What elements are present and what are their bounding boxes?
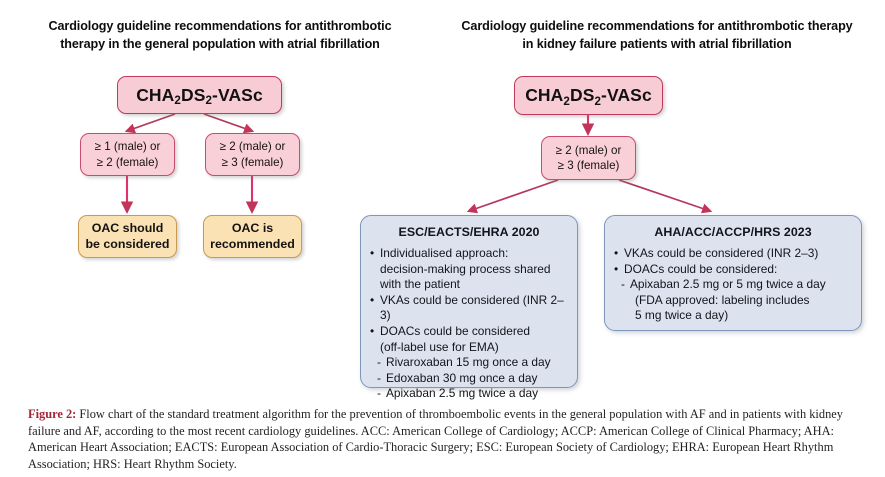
- aha-acc-accp-hrs-panel: AHA/ACC/ACCP/HRS 2023 VKAs could be cons…: [604, 215, 862, 331]
- oac-box-1-line-1: OAC should: [91, 221, 164, 235]
- left-chads-vasc-box: CHA2DS2-VASc: [117, 76, 282, 114]
- right-column-title: Cardiology guideline recommendations for…: [461, 19, 853, 51]
- panel-bullet-item: Individualised approach:: [369, 246, 570, 262]
- figure-caption-text: Flow chart of the standard treatment alg…: [28, 407, 843, 471]
- aha-panel-title: AHA/ACC/ACCP/HRS 2023: [654, 225, 812, 239]
- left-column-title: Cardiology guideline recommendations for…: [48, 19, 392, 51]
- panel-bullet-item: decision-making process shared: [380, 261, 551, 276]
- figure-caption-label: Figure 2:: [28, 407, 77, 421]
- oac-should-be-considered-box: OAC should be considered: [78, 215, 177, 258]
- panel-bullet-item: Apixaban 2.5 mg twice a day: [369, 386, 570, 402]
- esc-panel-title: ESC/EACTS/EHRA 2020: [398, 225, 540, 239]
- left-score-box-2: ≥ 2 (male) or ≥ 3 (female): [205, 133, 300, 176]
- left-score-box-1-text: ≥ 1 (male) or ≥ 2 (female): [81, 139, 174, 170]
- left-score-1-line-2: ≥ 2 (female): [96, 155, 159, 169]
- left-score-2-line-1: ≥ 2 (male) or: [219, 140, 286, 153]
- panel-bullet-item: (off-label use for EMA): [380, 339, 499, 354]
- oac-box-2-text: OAC is recommended: [204, 221, 301, 252]
- right-chads-vasc-box: CHA2DS2-VASc: [514, 76, 663, 115]
- left-chads-vasc-label: CHA2DS2-VASc: [136, 84, 263, 108]
- panel-bullet-item: VKAs could be considered (INR 2–3): [613, 246, 854, 262]
- right-score-box-text: ≥ 2 (male) or ≥ 3 (female): [542, 143, 635, 174]
- right-score-box: ≥ 2 (male) or ≥ 3 (female): [541, 136, 636, 180]
- right-chads-vasc-label: CHA2DS2-VASc: [525, 85, 652, 108]
- panel-bullet-item: Edoxaban 30 mg once a day: [369, 371, 570, 387]
- left-score-box-1: ≥ 1 (male) or ≥ 2 (female): [80, 133, 175, 176]
- left-score-box-2-text: ≥ 2 (male) or ≥ 3 (female): [206, 139, 299, 170]
- right-score-line-1: ≥ 2 (male) or: [555, 143, 622, 157]
- oac-box-1-text: OAC should be considered: [79, 221, 176, 252]
- panel-bullet-item: Rivaroxaban 15 mg once a day: [369, 355, 570, 371]
- panel-bullet-item: DOACs could be considered: [369, 324, 570, 340]
- panel-bullet-item: VKAs could be considered (INR 2–3): [369, 293, 570, 324]
- aha-panel-body: VKAs could be considered (INR 2–3)DOACs …: [605, 246, 861, 332]
- oac-box-2-line-1: OAC is: [231, 221, 274, 235]
- panel-bullet-item: with the patient: [380, 277, 460, 292]
- left-score-2-line-2: ≥ 3 (female): [221, 155, 284, 169]
- esc-panel-body: Individualised approach:decision-making …: [361, 246, 577, 410]
- left-score-1-line-1: ≥ 1 (male) or: [94, 140, 161, 153]
- esc-eacts-ehra-panel: ESC/EACTS/EHRA 2020 Individualised appro…: [360, 215, 578, 402]
- figure-caption: Figure 2: Flow chart of the standard tre…: [28, 406, 866, 472]
- oac-is-recommended-box: OAC is recommended: [203, 215, 302, 258]
- right-score-line-2: ≥ 3 (female): [557, 159, 620, 172]
- oac-box-2-line-2: recommended: [210, 236, 295, 251]
- panel-bullet-item: (FDA approved: labeling includes: [635, 292, 810, 307]
- panel-bullet-item: DOACs could be considered:: [613, 262, 854, 278]
- panel-bullet-item: Apixaban 2.5 mg or 5 mg twice a day: [613, 277, 854, 293]
- oac-box-1-line-2: be considered: [85, 236, 170, 251]
- panel-bullet-item: 5 mg twice a day): [635, 308, 729, 323]
